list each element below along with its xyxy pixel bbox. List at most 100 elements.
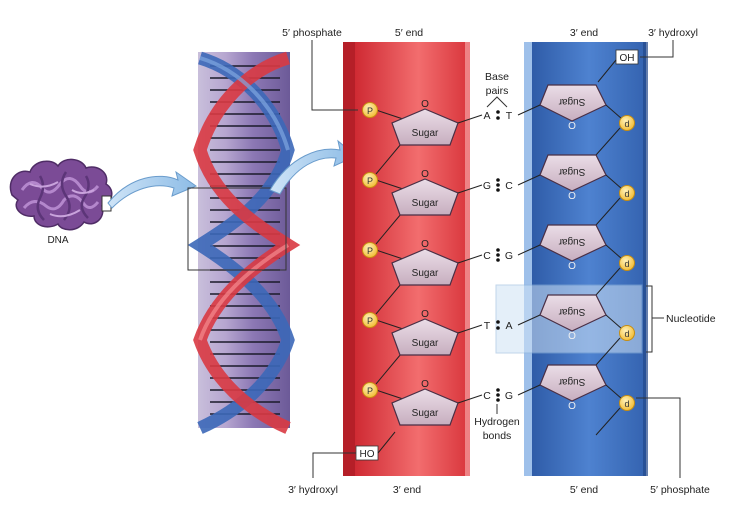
base-pairs-leader	[486, 96, 508, 108]
sugar-ring	[539, 84, 607, 122]
hydrogen-bond-dot	[496, 253, 500, 257]
ring-oxygen-label: O	[421, 309, 429, 320]
nucleotide-label: Nucleotide	[666, 313, 716, 325]
oh-group: OH	[597, 49, 639, 83]
five-phosphate-right-label: 5′ phosphate	[650, 484, 710, 496]
hydrogen-bonds-label-2: bonds	[483, 430, 512, 442]
three-hydroxyl-right-label: 3′ hydroxyl	[648, 27, 698, 39]
three-end-right-label: 3′ end	[570, 27, 598, 39]
dna-blob	[9, 158, 113, 231]
phosphate-circle	[362, 312, 378, 328]
base-left: G	[483, 180, 491, 192]
phosphate-circle	[362, 102, 378, 118]
left-nucleotide: O Sugar P	[362, 379, 483, 426]
phosphate-circle	[619, 255, 635, 271]
phosphate-label: P	[367, 316, 373, 326]
hydrogen-bond-dot	[496, 116, 500, 120]
base-pairs-label-1: Base	[485, 71, 509, 83]
left-nucleotide: O Sugar P	[362, 309, 483, 385]
phosphate-circle	[619, 185, 635, 201]
hydrogen-bond-dot	[496, 398, 500, 402]
three-hydroxyl-right-leader	[640, 40, 674, 58]
right-nucleotide: O Sugar d	[517, 84, 635, 156]
base-right: C	[505, 180, 513, 192]
sugar-ring	[391, 248, 459, 286]
five-phosphate-left-leader	[311, 40, 358, 111]
sugar-label: Sugar	[412, 268, 439, 279]
hydrogen-bond-dot	[496, 110, 500, 114]
right-nucleotide: O Sugar d	[517, 294, 635, 366]
phosphate-circle	[619, 325, 635, 341]
base-left: C	[483, 390, 491, 402]
phosphate-label: d	[624, 259, 629, 269]
sugar-label: Sugar	[558, 376, 585, 387]
sugar-label: Sugar	[558, 236, 585, 247]
hydrogen-bond-dot	[496, 258, 500, 262]
ring-oxygen-label: O	[568, 331, 576, 342]
phosphate-circle	[619, 395, 635, 411]
sugar-ring	[539, 224, 607, 262]
five-phosphate-right-leader	[636, 397, 681, 478]
hydrogen-bond-dot	[496, 388, 500, 392]
phosphate-label: d	[624, 399, 629, 409]
hydrogen-bond-dot	[496, 326, 500, 330]
nucleotide-bracket	[646, 285, 653, 353]
sugar-label: Sugar	[558, 96, 585, 107]
base-right: G	[505, 390, 513, 402]
base-pairs-label-2: pairs	[486, 85, 509, 97]
hydrogen-bond-dot	[496, 248, 500, 252]
base-right: G	[505, 250, 513, 262]
phosphate-label: P	[367, 246, 373, 256]
sugar-ring	[539, 154, 607, 192]
five-end-right-label: 5′ end	[570, 484, 598, 496]
phosphate-label: P	[367, 106, 373, 116]
sugar-label: Sugar	[412, 128, 439, 139]
sugar-label: Sugar	[558, 166, 585, 177]
base-left: A	[483, 110, 490, 122]
ring-oxygen-label: O	[568, 191, 576, 202]
phosphate-label: d	[624, 329, 629, 339]
ring-oxygen-label: O	[421, 239, 429, 250]
hydrogen-bond-dot	[496, 183, 500, 187]
base-left: T	[484, 320, 491, 332]
sugar-label: Sugar	[558, 306, 585, 317]
sugar-label: Sugar	[412, 408, 439, 419]
phosphate-label: P	[367, 386, 373, 396]
ring-oxygen-label: O	[568, 121, 576, 132]
three-hydroxyl-left-leader	[312, 452, 356, 478]
ring-oxygen-label: O	[568, 261, 576, 272]
sugar-label: Sugar	[412, 198, 439, 209]
base-left: C	[483, 250, 491, 262]
phosphate-circle	[362, 242, 378, 258]
three-end-left-label: 3′ end	[393, 484, 421, 496]
phosphate-label: d	[624, 189, 629, 199]
oh-label: OH	[620, 53, 635, 64]
sugar-ring	[391, 388, 459, 426]
hydrogen-bond-dot	[496, 188, 500, 192]
hydrogen-bond-dot	[496, 393, 500, 397]
zoom-arrow-1	[107, 170, 198, 209]
phosphate-label: P	[367, 176, 373, 186]
sugar-ring	[539, 294, 607, 332]
phosphate-label: d	[624, 119, 629, 129]
ring-oxygen-label: O	[421, 379, 429, 390]
base-right: A	[505, 320, 512, 332]
right-nucleotide: O Sugar d	[517, 364, 635, 436]
sugar-label: Sugar	[412, 338, 439, 349]
phosphate-circle	[362, 382, 378, 398]
three-hydroxyl-left-label: 3′ hydroxyl	[288, 484, 338, 496]
ring-oxygen-label: O	[568, 401, 576, 412]
right-nucleotide: O Sugar d	[517, 154, 635, 226]
phosphate-circle	[362, 172, 378, 188]
phosphate-circle	[619, 115, 635, 131]
left-nucleotide: O Sugar P	[362, 239, 483, 315]
hydrogen-bonds-label-1: Hydrogen	[474, 416, 520, 428]
